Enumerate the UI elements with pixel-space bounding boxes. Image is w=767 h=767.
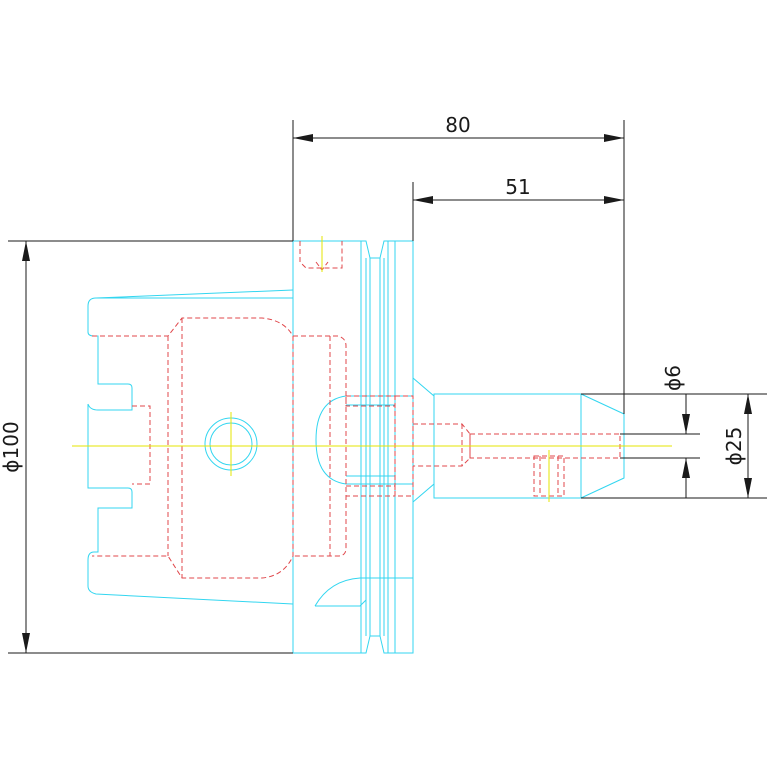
dimensions: 80 51 ϕ100 ϕ6 ϕ25 [0,113,767,654]
inner-slot [315,395,347,485]
hidden-lines [92,241,621,579]
keyway-arc [314,577,413,607]
bore-diameter-dimension: ϕ6 [661,365,685,391]
flange-ring [387,240,414,654]
shank-outline [412,377,435,503]
shank-diameter-dimension: ϕ25 [722,427,746,466]
part-outline [87,240,625,654]
shank-length-dimension: 51 [505,175,530,199]
overall-length-dimension: 80 [445,113,470,137]
taper-body-outline [87,297,294,605]
flange-diameter-dimension: ϕ100 [0,421,23,472]
centerlines [72,236,672,502]
